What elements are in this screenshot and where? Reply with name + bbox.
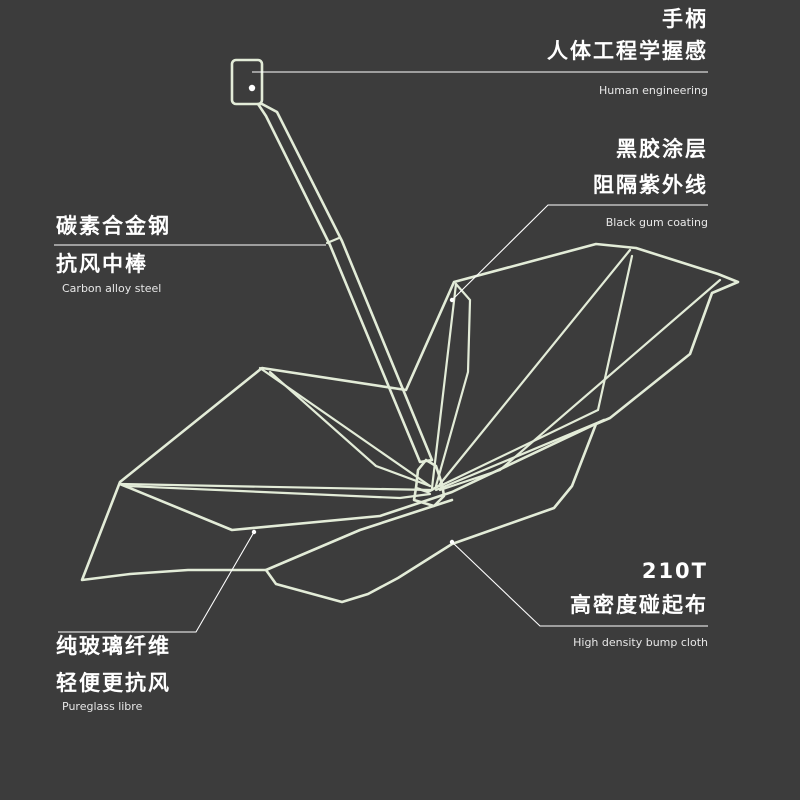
umbrella-canopy (80, 242, 740, 604)
shaft-title: 碳素合金钢 (56, 214, 171, 238)
leader-dots (251, 297, 455, 545)
cloth-title: 210T (641, 559, 708, 583)
handle-english: Human engineering (599, 84, 708, 97)
coating-english: Black gum coating (605, 216, 708, 229)
canopy-front-edge (118, 418, 606, 532)
handle-title: 手柄 (662, 7, 708, 31)
handle-subtitle: 人体工程学握感 (547, 39, 708, 63)
coating-subtitle: 阻隔紫外线 (593, 173, 708, 197)
ribs-subtitle: 轻便更抗风 (56, 671, 171, 695)
coating-title: 黑胶涂层 (616, 137, 708, 161)
leader-ribs (58, 531, 255, 633)
shaft-english: Carbon alloy steel (62, 282, 162, 295)
cloth-english: High density bump cloth (573, 636, 708, 649)
leader-lines (54, 71, 708, 633)
ribs-title: 纯玻璃纤维 (56, 634, 171, 658)
leader-coating (451, 204, 708, 301)
leader-cloth (451, 541, 708, 627)
umbrella-handle (230, 58, 264, 106)
shaft-subtitle: 抗风中棒 (56, 252, 148, 276)
umbrella-ribs (118, 248, 722, 500)
cloth-subtitle: 高密度碰起布 (570, 593, 708, 617)
umbrella-shaft (256, 102, 434, 464)
canopy-lower-fold (264, 498, 454, 572)
ribs-english: Pureglass libre (62, 700, 143, 713)
